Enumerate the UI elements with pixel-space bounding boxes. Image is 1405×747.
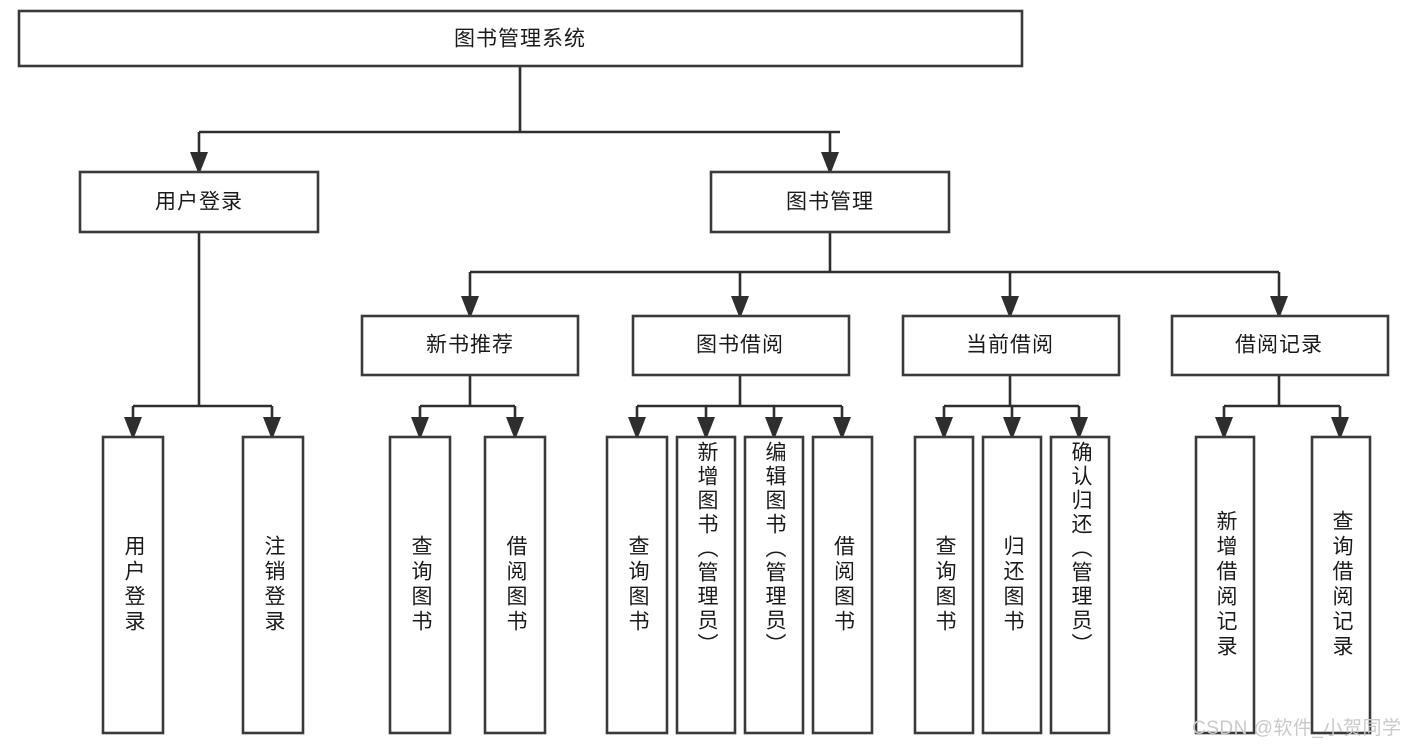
leaf-confirm-return-box[interactable] bbox=[1049, 435, 1111, 735]
leaf-borrow-book-1-label: 借阅图书 bbox=[504, 535, 527, 635]
node-user-login[interactable]: 用户登录 bbox=[78, 170, 320, 234]
leaf-query-book-2[interactable]: 查询图书 bbox=[605, 435, 669, 735]
leaf-return-book-label: 归还图书 bbox=[1001, 535, 1024, 635]
leaf-add-record-label: 新增借阅记录 bbox=[1214, 510, 1237, 660]
leaf-borrow-book-1-box[interactable] bbox=[483, 435, 547, 735]
node-current-borrow[interactable]: 当前借阅 bbox=[901, 314, 1121, 377]
watermark-text: CSDN @软件_小贺同学 bbox=[1192, 717, 1401, 739]
leaf-user-login-box[interactable] bbox=[101, 435, 165, 735]
leaf-query-record-box[interactable] bbox=[1310, 435, 1372, 735]
node-root-box[interactable] bbox=[17, 9, 1024, 68]
node-root-label: 图书管理系统 bbox=[454, 28, 586, 51]
node-book-manage-box[interactable] bbox=[709, 170, 951, 234]
node-current-borrow-box[interactable] bbox=[901, 314, 1121, 377]
node-book-manage-label: 图书管理 bbox=[786, 191, 874, 214]
leaf-query-book-1-label: 查询图书 bbox=[409, 535, 432, 635]
leaf-borrow-book-1[interactable]: 借阅图书 bbox=[483, 435, 547, 735]
node-new-book-recommend-box[interactable] bbox=[360, 314, 580, 377]
leaf-user-login-label: 用户登录 bbox=[122, 535, 145, 635]
leaf-query-book-3[interactable]: 查询图书 bbox=[913, 435, 975, 735]
leaf-edit-book[interactable]: 编辑图书（管理员） bbox=[743, 435, 805, 735]
leaf-add-record[interactable]: 新增借阅记录 bbox=[1194, 435, 1256, 735]
leaf-edit-book-label: 编辑图书（管理员） bbox=[763, 441, 786, 657]
leaf-add-record-box[interactable] bbox=[1194, 435, 1256, 735]
leaf-query-book-1[interactable]: 查询图书 bbox=[388, 435, 452, 735]
leaf-user-logout-label: 注销登录 bbox=[262, 535, 285, 635]
node-new-book-recommend-label: 新书推荐 bbox=[426, 334, 514, 357]
leaf-add-book-box[interactable] bbox=[675, 435, 737, 735]
leaf-query-book-3-box[interactable] bbox=[913, 435, 975, 735]
node-new-book-recommend[interactable]: 新书推荐 bbox=[360, 314, 580, 377]
leaf-user-logout-box[interactable] bbox=[241, 435, 305, 735]
leaf-borrow-book-2-label: 借阅图书 bbox=[831, 535, 855, 635]
leaf-return-book[interactable]: 归还图书 bbox=[981, 435, 1043, 735]
leaf-borrow-book-2[interactable]: 借阅图书 bbox=[811, 435, 874, 735]
node-borrow-record-box[interactable] bbox=[1170, 314, 1390, 377]
leaf-user-login[interactable]: 用户登录 bbox=[101, 435, 165, 735]
node-user-login-box[interactable] bbox=[78, 170, 320, 234]
node-root[interactable]: 图书管理系统 bbox=[17, 9, 1024, 68]
node-user-login-label: 用户登录 bbox=[155, 191, 243, 214]
node-borrow-record-label: 借阅记录 bbox=[1235, 334, 1323, 357]
leaf-query-record[interactable]: 查询借阅记录 bbox=[1310, 435, 1372, 735]
leaf-query-book-3-label: 查询图书 bbox=[933, 535, 956, 635]
leaf-return-book-box[interactable] bbox=[981, 435, 1043, 735]
leaf-user-logout[interactable]: 注销登录 bbox=[241, 435, 305, 735]
leaf-add-book-label: 新增图书（管理员） bbox=[695, 441, 718, 657]
leaf-query-book-1-box[interactable] bbox=[388, 435, 452, 735]
leaf-edit-book-box[interactable] bbox=[743, 435, 805, 735]
leaf-query-book-2-label: 查询图书 bbox=[626, 535, 649, 635]
leaf-confirm-return[interactable]: 确认归还（管理员） bbox=[1049, 435, 1111, 735]
leaf-confirm-return-label: 确认归还（管理员） bbox=[1069, 441, 1092, 657]
node-current-borrow-label: 当前借阅 bbox=[966, 334, 1054, 357]
connector-layer bbox=[124, 66, 1349, 440]
node-book-borrow-label: 图书借阅 bbox=[696, 334, 784, 357]
node-borrow-record[interactable]: 借阅记录 bbox=[1170, 314, 1390, 377]
leaf-query-book-2-box[interactable] bbox=[605, 435, 669, 735]
node-book-borrow[interactable]: 图书借阅 bbox=[631, 314, 851, 377]
node-book-borrow-box[interactable] bbox=[631, 314, 851, 377]
leaf-borrow-book-2-box[interactable] bbox=[811, 435, 874, 735]
node-book-manage[interactable]: 图书管理 bbox=[709, 170, 951, 234]
leaf-query-record-label: 查询借阅记录 bbox=[1330, 510, 1353, 660]
leaf-add-book[interactable]: 新增图书（管理员） bbox=[675, 435, 737, 735]
